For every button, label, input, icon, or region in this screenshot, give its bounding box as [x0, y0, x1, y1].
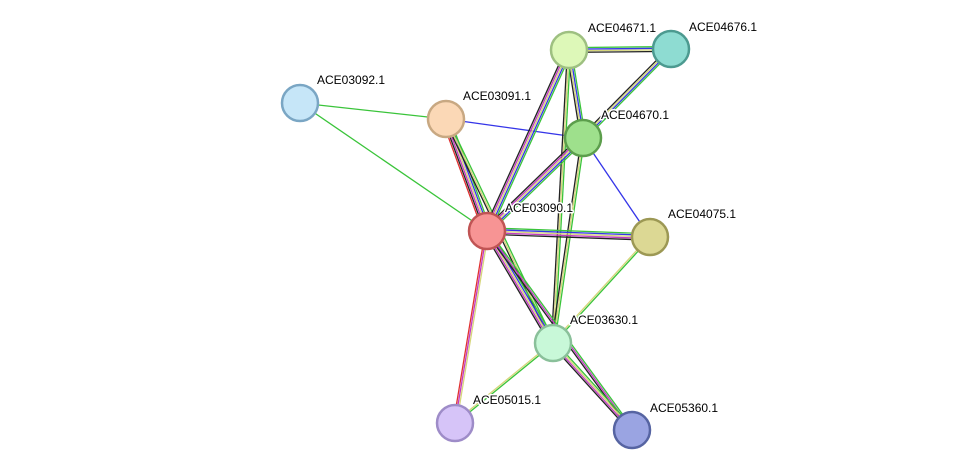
edge-strand-black [483, 48, 567, 230]
edge-ace03630-1-to-ace05360-1[interactable] [550, 340, 635, 433]
edge-strand-yellow [486, 49, 570, 232]
edges-layer [299, 45, 674, 433]
edge-strand-black [550, 49, 569, 343]
edge-strand-green [553, 138, 586, 344]
edge-strand-black [550, 344, 631, 433]
edge-strand-blue [583, 49, 673, 140]
edge-ace04676-1-to-ace04670-1[interactable] [580, 46, 674, 141]
nodes-layer [280, 29, 691, 450]
edge-strand-purple [454, 230, 488, 424]
edge-strand-red [452, 230, 487, 423]
node-label-ace03090-1: ACE03090.1 [505, 201, 573, 215]
edge-strand-green [299, 102, 447, 120]
edge-strand-green [455, 343, 554, 425]
edge-strand-yellow [581, 47, 671, 138]
node-ace05015-1[interactable] [435, 403, 475, 443]
edge-strand-yellow [486, 137, 584, 232]
edge-strand-purple [485, 231, 553, 345]
edge-strand-blue [445, 118, 584, 139]
edge-strand-purple [444, 119, 487, 232]
node-ace03092-1[interactable] [280, 83, 320, 123]
node-ace03091-1[interactable] [426, 99, 466, 139]
edge-strand-green [553, 50, 572, 344]
edge-strand-yellow [455, 231, 490, 424]
edge-ace04670-1-to-ace03090-1[interactable] [484, 135, 586, 234]
edge-strand-black [443, 119, 486, 233]
node-label-ace05360-1: ACE05360.1 [650, 401, 718, 415]
edge-ace03090-1-to-ace04075-1[interactable] [486, 227, 651, 241]
edge-strand-yellow [552, 137, 584, 344]
edge-strand-yellow [486, 230, 651, 238]
edge-strand-black [580, 46, 670, 137]
edge-ace04671-1-to-ace03090-1[interactable] [483, 48, 573, 233]
edge-strand-green [554, 340, 635, 429]
node-label-ace04075-1: ACE04075.1 [668, 207, 736, 221]
edge-strand-black [484, 135, 582, 230]
edge-strand-purple [484, 49, 569, 231]
edge-ace04075-1-to-ace03630-1[interactable] [551, 236, 652, 344]
edge-strand-green [299, 102, 488, 232]
edge-strand-green [584, 50, 674, 141]
edge-strand-green [488, 139, 586, 234]
edge-strand-blue [487, 138, 585, 233]
edge-strand-blue [487, 50, 572, 232]
edge-strand-purple [485, 136, 583, 231]
node-ace03630-1[interactable] [533, 323, 573, 363]
edge-ace04671-1-to-ace03630-1[interactable] [550, 49, 572, 344]
edge-strand-yellow [552, 49, 570, 344]
edge-strand-blue [487, 228, 651, 237]
edge-strand-green [487, 227, 651, 235]
node-ace04676-1[interactable] [651, 29, 691, 69]
node-label-ace04676-1: ACE04676.1 [689, 20, 757, 34]
edge-strand-black [550, 137, 583, 343]
node-ace05360-1[interactable] [612, 410, 652, 450]
edge-strand-black [486, 233, 650, 241]
edge-strand-yellow [553, 342, 634, 430]
edge-ace03092-1-to-ace03091-1[interactable] [299, 102, 447, 120]
node-label-ace04671-1: ACE04671.1 [588, 21, 656, 35]
edge-ace03091-1-to-ace04670-1[interactable] [445, 118, 584, 139]
node-label-ace03091-1: ACE03091.1 [463, 89, 531, 103]
edge-strand-black [483, 232, 551, 345]
edge-ace03090-1-to-ace05015-1[interactable] [452, 230, 490, 424]
edge-strand-green [489, 51, 573, 233]
edge-strand-blue [582, 137, 651, 238]
edge-ace03092-1-to-ace03090-1[interactable] [299, 102, 488, 232]
node-label-ace03630-1: ACE03630.1 [570, 313, 638, 327]
edge-ace03630-1-to-ace05015-1[interactable] [454, 341, 554, 425]
edge-strand-yellow [551, 236, 650, 343]
edge-ace04670-1-to-ace03630-1[interactable] [550, 137, 586, 344]
edge-strand-purple [551, 343, 632, 431]
edge-ace04670-1-to-ace04075-1[interactable] [582, 137, 651, 238]
node-ace03090-1[interactable] [467, 211, 507, 251]
edge-strand-red [441, 120, 484, 233]
node-label-ace05015-1: ACE05015.1 [473, 393, 541, 407]
node-label-ace04670-1: ACE04670.1 [601, 108, 669, 122]
edge-strand-green [553, 237, 652, 344]
node-ace04670-1[interactable] [563, 118, 603, 158]
node-ace04671-1[interactable] [549, 30, 589, 70]
node-label-ace03092-1: ACE03092.1 [317, 73, 385, 87]
node-ace04075-1[interactable] [630, 217, 670, 257]
edge-strand-yellow [454, 341, 553, 423]
edge-strand-purple [486, 231, 650, 240]
